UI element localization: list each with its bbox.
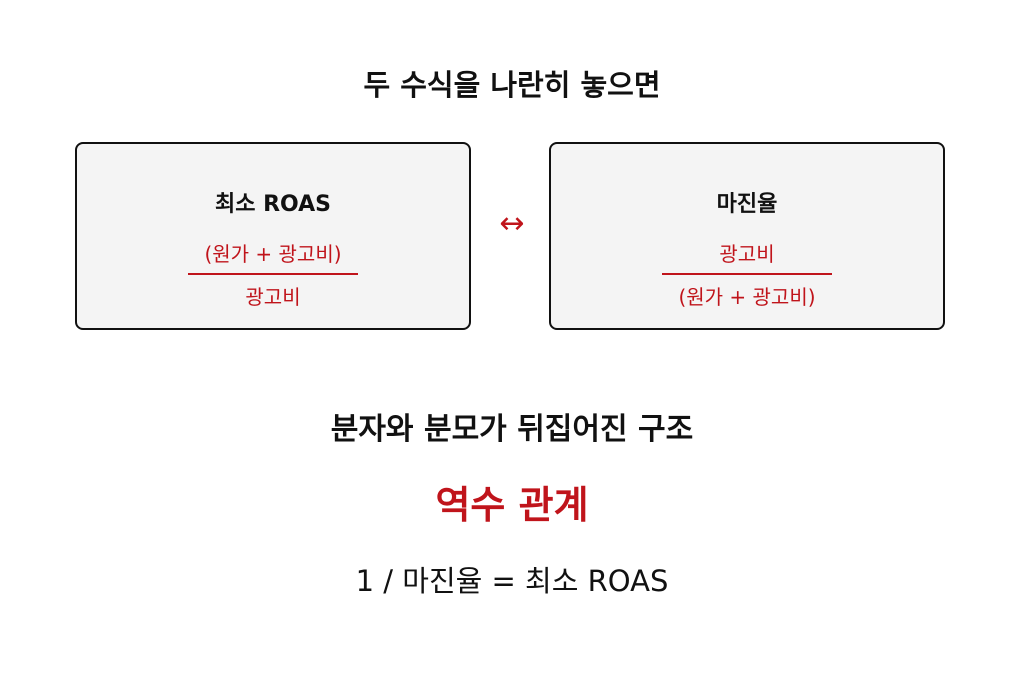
min-roas-denominator: 광고비: [245, 285, 301, 309]
bidirectional-arrow-icon: ↔: [499, 206, 525, 241]
min-roas-box: 최소 ROAS (원가 + 광고비) 광고비: [75, 142, 471, 330]
fraction-line: [662, 273, 832, 275]
margin-rate-denominator: (원가 + 광고비): [678, 285, 816, 309]
fraction-line: [188, 273, 358, 275]
margin-rate-box: 마진율 광고비 (원가 + 광고비): [549, 142, 945, 330]
margin-rate-numerator: 광고비: [719, 242, 775, 266]
min-roas-numerator: (원가 + 광고비): [204, 242, 342, 266]
subtitle: 분자와 분모가 뒤집어진 구조: [330, 412, 694, 447]
equation: 1 / 마진율 = 최소 ROAS: [355, 564, 669, 598]
min-roas-heading: 최소 ROAS: [214, 192, 332, 217]
diagram-title: 두 수식을 나란히 놓으면: [363, 68, 661, 102]
margin-rate-heading: 마진율: [716, 192, 778, 217]
relation-label: 역수 관계: [435, 483, 589, 527]
